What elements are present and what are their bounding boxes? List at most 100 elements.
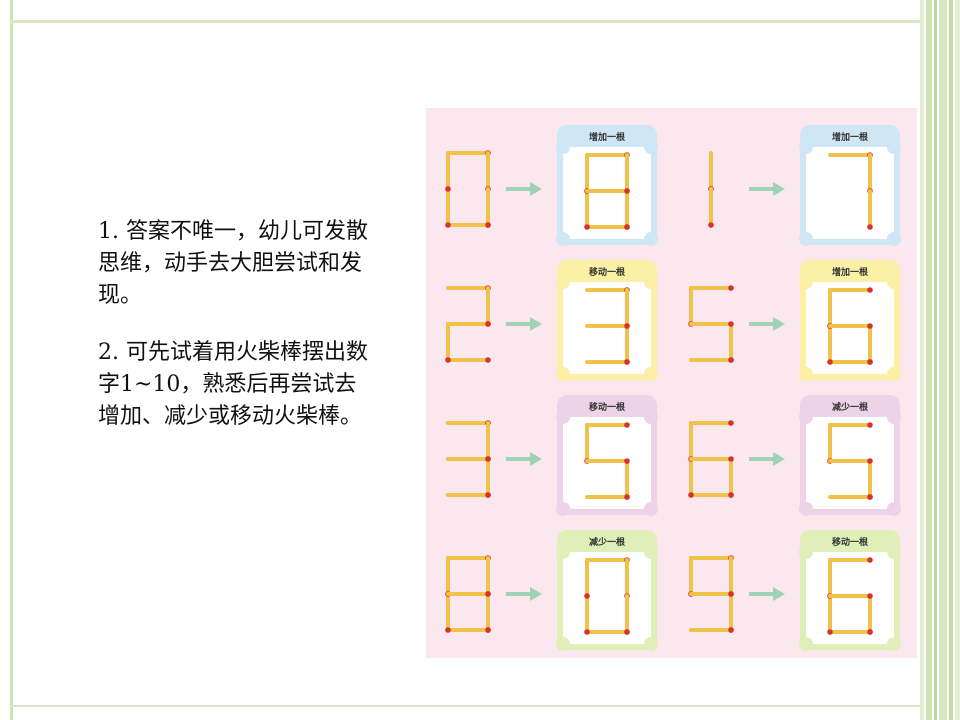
puzzle-3-from-digit-match-b <box>485 286 491 327</box>
matchstick-puzzle-figure: 增加一根增加一根移动一根增加一根移动一根减少一根减少一根移动一根 <box>426 108 917 658</box>
puzzle-2-result-card: 增加一根 <box>799 125 901 246</box>
puzzle-7-to-digit-match-b <box>624 558 630 599</box>
puzzle-2-from-digit-match-upper <box>708 151 714 192</box>
puzzle-8-to-digit-match-e <box>827 594 833 635</box>
puzzle-5-from-digit-match-g <box>446 456 491 462</box>
puzzle-6-from-digit-match-f <box>688 421 694 462</box>
puzzle-1-to-digit-match-e <box>584 189 590 230</box>
puzzle-3-to-digit-match-d <box>585 359 630 365</box>
puzzle-3-to-digit-match-b <box>624 288 630 329</box>
puzzle-3-from-digit-match-d <box>446 357 491 363</box>
puzzle-7-from-digit-match-g <box>446 591 491 597</box>
puzzle-8-to-digit-match-f <box>827 558 833 599</box>
puzzle-4-to-digit-match-c <box>867 324 873 365</box>
puzzle-2-from-digit-match-lower <box>708 187 714 228</box>
puzzle-3-result-card-label: 移动一根 <box>589 266 626 278</box>
puzzle-4-to-digit-match-e <box>827 324 833 365</box>
puzzle-8-result-card-label: 移动一根 <box>832 536 869 548</box>
puzzle-1-to-digit-match-f <box>584 153 590 194</box>
puzzle-7-to-digit-match-d <box>585 629 630 635</box>
puzzle-4-from-digit-match-g <box>689 321 734 327</box>
puzzle-1-to-digit-match-c <box>624 189 630 230</box>
puzzle-7-to-digit-match-c <box>624 594 630 635</box>
frame-bottom-line <box>10 705 920 707</box>
puzzle-3-from-digit-match-a <box>446 285 491 291</box>
puzzle-7-from-digit-match-e <box>445 592 451 633</box>
explanation-text: 1. 答案不唯一，幼儿可发散思维，动手去大胆尝试和发现。 2. 可先试着用火柴棒… <box>98 216 373 458</box>
puzzle-4-to-digit-match-a <box>828 287 873 293</box>
puzzle-5-from-digit-match-c <box>485 457 491 498</box>
puzzle-8-from-digit-match-a <box>689 555 734 561</box>
puzzle-6-to-digit-match-g <box>828 458 873 464</box>
puzzle-6-to-digit-match-d <box>828 494 873 500</box>
puzzle-4-to-digit-match-g <box>828 323 873 329</box>
puzzle-1-from-digit-match-f <box>445 151 451 192</box>
puzzle-1-from-digit-match-c <box>485 187 491 228</box>
puzzle-4-from-digit-match-d <box>689 357 734 363</box>
puzzle-4-to-digit-match-f <box>827 288 833 329</box>
puzzle-7-to-digit-match-a <box>585 557 630 563</box>
puzzle-6-arrow <box>749 452 785 466</box>
puzzle-1-to-digit-match-g <box>585 188 630 194</box>
puzzle-4-arrow <box>749 317 785 331</box>
puzzle-5-to-digit-match-a <box>585 422 630 428</box>
puzzle-5-to-digit-match-f <box>584 423 590 464</box>
puzzle-3-to-digit-match-a <box>585 287 630 293</box>
puzzle-7-arrow <box>506 587 542 601</box>
puzzle-1-arrow <box>506 182 542 196</box>
puzzle-1-from-digit-match-b <box>485 151 491 192</box>
puzzle-7-from-digit-match-f <box>445 556 451 597</box>
puzzle-8-from-digit-match-g <box>689 591 734 597</box>
puzzle-8-to-digit-match-g <box>828 593 873 599</box>
puzzle-3-to-digit-match-c <box>624 324 630 365</box>
puzzle-6-to-digit-match-a <box>828 422 873 428</box>
puzzle-6-from-digit-match-g <box>689 456 734 462</box>
puzzle-8-to-digit-match-c <box>867 594 873 635</box>
puzzle-2-to-digit-match-b <box>867 153 873 194</box>
puzzle-6-from-digit-match-e <box>688 457 694 498</box>
puzzle-3-arrow <box>506 317 542 331</box>
puzzle-1-to-digit-match-d <box>585 224 630 230</box>
paragraph-2: 2. 可先试着用火柴棒摆出数字1~10，熟悉后再尝试去增加、减少或移动火柴棒。 <box>98 340 368 429</box>
puzzle-6-to-digit-match-c <box>867 459 873 500</box>
puzzle-8-to-digit-match-d <box>828 629 873 635</box>
puzzle-5-to-digit-match-d <box>585 494 630 500</box>
puzzle-6-from-digit-match-d <box>689 492 734 498</box>
puzzle-5-to-digit-match-c <box>624 459 630 500</box>
puzzle-5-arrow <box>506 452 542 466</box>
puzzle-1-from-digit-match-a <box>446 150 491 156</box>
puzzle-4-from-digit-match-c <box>728 322 734 363</box>
puzzle-1-from-digit-match-d <box>446 222 491 228</box>
puzzle-5-to-digit-match-g <box>585 458 630 464</box>
puzzle-2-arrow <box>749 182 785 196</box>
puzzle-6-result-card-label: 减少一根 <box>832 401 869 413</box>
puzzle-7-from-digit-match-b <box>485 556 491 597</box>
puzzle-8-from-digit-match-d <box>689 627 734 633</box>
puzzle-4-to-digit-match-d <box>828 359 873 365</box>
puzzle-7-to-digit-match-e <box>584 594 590 635</box>
puzzle-7-from-digit-match-d <box>446 627 491 633</box>
matchstick-puzzle-svg: 增加一根增加一根移动一根增加一根移动一根减少一根减少一根移动一根 <box>445 125 901 651</box>
puzzle-1-to-digit-match-a <box>585 152 630 158</box>
frame-left-line <box>10 0 13 720</box>
paragraph-1: 1. 答案不唯一，幼儿可发散思维，动手去大胆尝试和发现。 <box>98 219 368 308</box>
puzzle-8-from-digit-match-c <box>728 592 734 633</box>
puzzle-6-from-digit-match-a <box>689 420 734 426</box>
puzzle-1-to-digit-match-b <box>624 153 630 194</box>
puzzle-8-arrow <box>749 587 785 601</box>
puzzle-5-from-digit-match-a <box>446 420 491 426</box>
puzzle-7-from-digit-match-a <box>446 555 491 561</box>
puzzle-4-result-card-label: 增加一根 <box>832 266 869 278</box>
puzzle-5-from-digit-match-d <box>446 492 491 498</box>
puzzle-4-from-digit-match-f <box>688 286 694 327</box>
puzzle-3-from-digit-match-e <box>445 322 451 363</box>
puzzle-8-from-digit-match-b <box>728 556 734 597</box>
puzzle-8-from-digit-match-f <box>688 556 694 597</box>
puzzle-2-to-digit-match-a <box>828 152 873 158</box>
frame-right-stripes <box>920 0 960 720</box>
puzzle-7-from-digit-match-c <box>485 592 491 633</box>
puzzle-2-to-digit-match-c <box>867 189 873 230</box>
puzzle-6-to-digit-match-f <box>827 423 833 464</box>
puzzle-2-result-card-label: 增加一根 <box>832 131 869 143</box>
puzzle-5-result-card-label: 移动一根 <box>589 401 626 413</box>
